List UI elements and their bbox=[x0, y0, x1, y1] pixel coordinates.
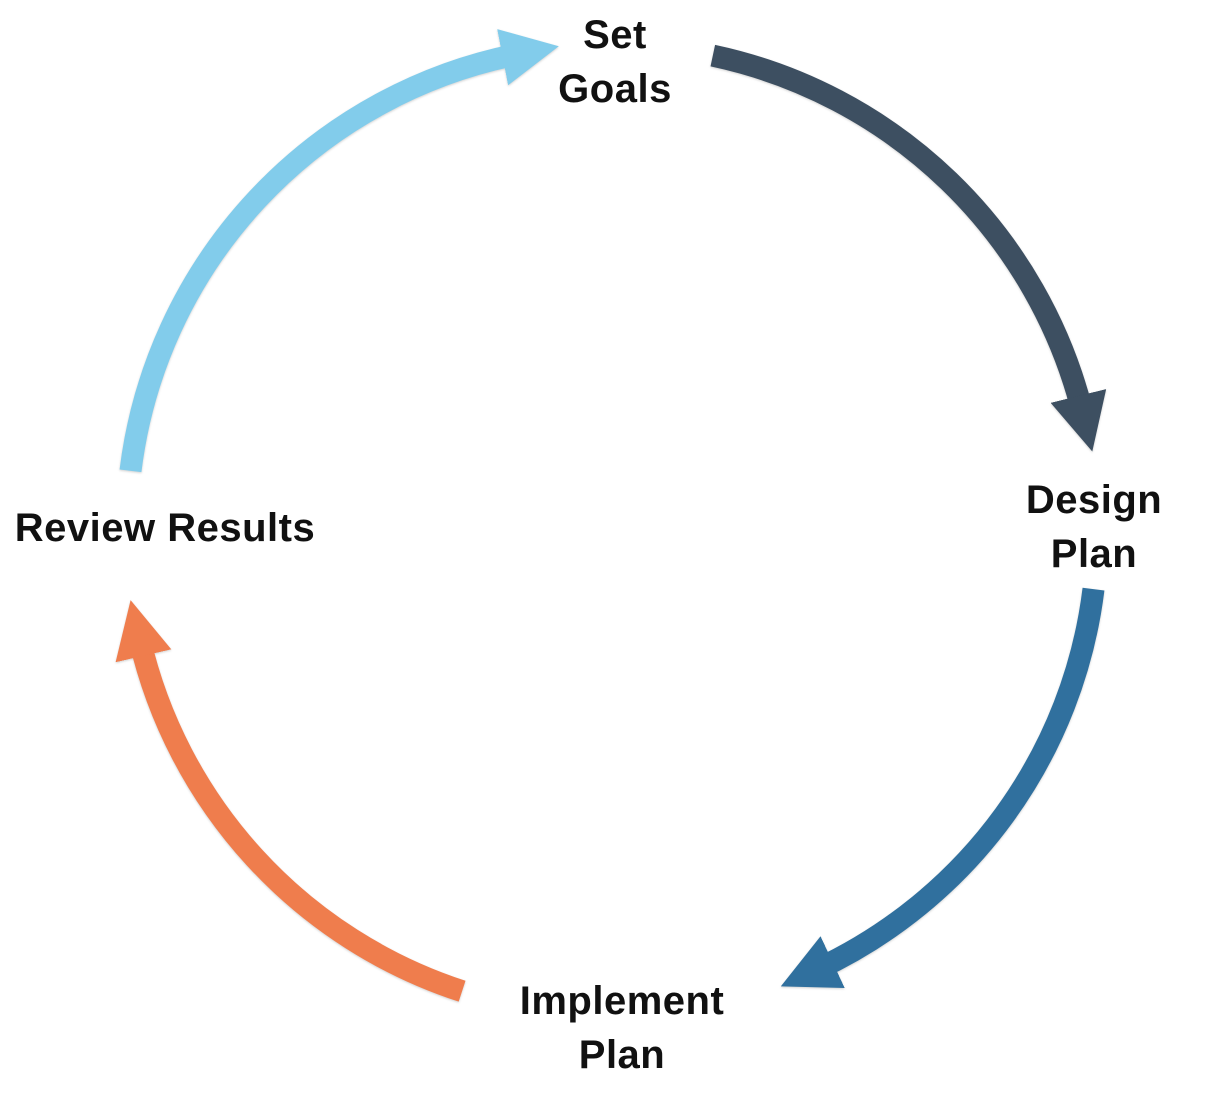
arrow-implement-plan-to-review-results bbox=[115, 600, 466, 1002]
arrow-set-goals-to-design-plan bbox=[710, 44, 1107, 452]
arrow-review-results-to-set-goals bbox=[119, 29, 559, 473]
arrow-design-plan-to-implement-plan bbox=[780, 587, 1105, 989]
node-implement-plan: Implement Plan bbox=[519, 979, 725, 1077]
node-review-results: Review Results bbox=[14, 506, 316, 550]
node-design-plan: Design Plan bbox=[1025, 478, 1163, 576]
node-set-goals: Set Goals bbox=[558, 13, 672, 111]
